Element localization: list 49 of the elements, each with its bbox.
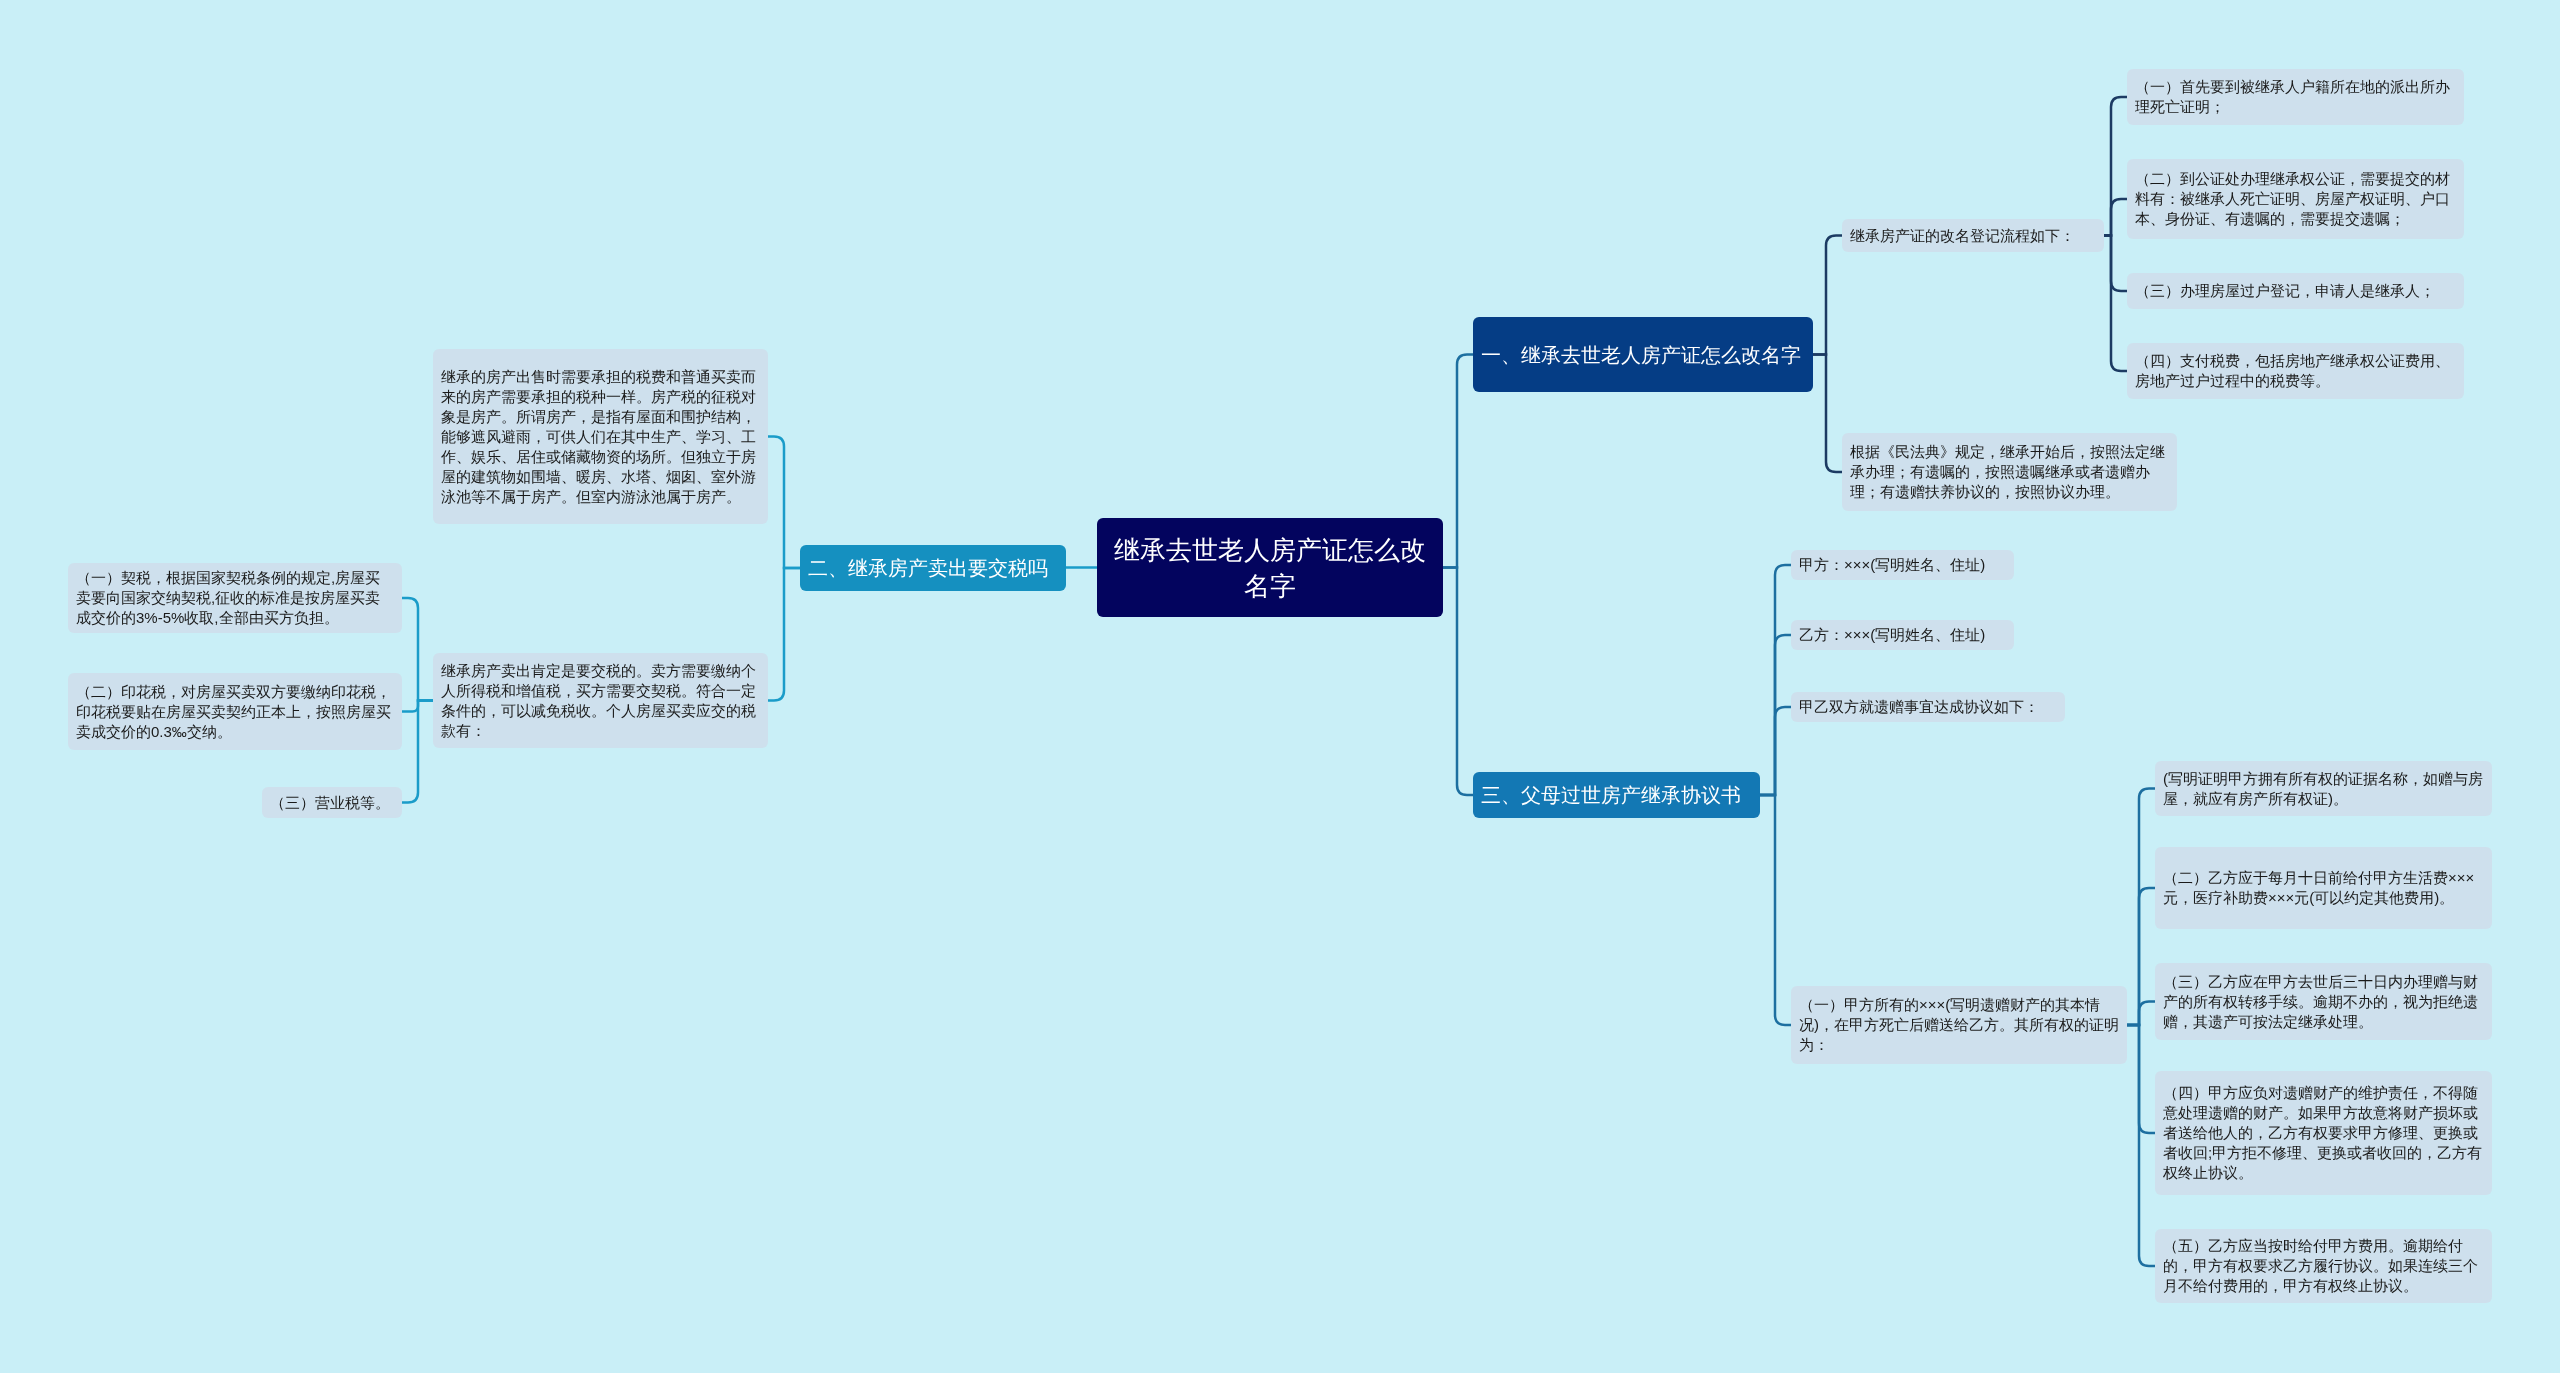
topic-text: 乙方：×××(写明姓名、住址) <box>1799 625 1986 645</box>
topic-text: 继承房产卖出肯定是要交税的。卖方需要缴纳个人所得税和增值税，买方需要交契税。符合一定条件的，可以减免税收。个人房屋买卖应交的税款有： <box>441 660 757 741</box>
topic-text: （四）甲方应负对遗赠财产的维护责任，不得随意处理遗赠的财产。如果甲方故意将财产损坏或者送给他人的，乙方有权要求甲方修理、更换或者收回;甲方拒不修理、更换或者收回的，乙方有权终止协议。 <box>2163 1083 2484 1183</box>
topic-text: （三）办理房屋过户登记，申请人是继承人； <box>2135 281 2435 301</box>
subtopic-box <box>2127 159 2464 239</box>
topic-text: （二）印花税，对房屋买卖双方要缴纳印花税，印花税要贴在房屋买卖契约正本上，按照房屋买卖成交价的0.3‰交纳。 <box>76 681 392 742</box>
topic-text: 继承去世老人房产证怎么改名字 <box>1113 533 1427 603</box>
topic-text: 一、继承去世老人房产证怎么改名字 <box>1481 342 1801 368</box>
topic-text: （一）契税，根据国家契税条例的规定,房屋买卖要向国家交纳契税,征收的标准是按房屋买卖成交价的3%-5%收取,全部由买方负担。 <box>76 568 382 628</box>
subtopic-box <box>262 787 402 818</box>
subtopic-box <box>2155 963 2492 1040</box>
central-topic-box <box>1097 518 1443 617</box>
topic-text: (写明证明甲方拥有所有权的证据名称，如赠与房屋，就应有房产所有权证)。 <box>2163 768 2484 809</box>
subtopic-box <box>1791 550 2014 580</box>
topic-text: （一）首先要到被继承人户籍所在地的派出所办理死亡证明； <box>2135 77 2451 117</box>
subtopic-box <box>2127 273 2464 309</box>
subtopic-box <box>2155 1229 2492 1303</box>
subtopic-box <box>1791 692 2065 722</box>
subtopic-box <box>1791 620 2014 650</box>
topic-text: （二）乙方应于每月十日前给付甲方生活费×××元，医疗补助费×××元(可以约定其他费用)。 <box>2163 868 2476 908</box>
subtopic-box <box>433 349 768 524</box>
subtopic-box <box>2155 847 2492 929</box>
topic-text: 甲方：×××(写明姓名、住址) <box>1799 555 1986 575</box>
subtopic-box <box>1842 433 2177 511</box>
subtopic-box <box>2155 1071 2492 1195</box>
subtopic-box <box>2127 343 2464 399</box>
topic-text: （一）甲方所有的×××(写明遗赠财产的其本情况)，在甲方死亡后赠送给乙方。其所有权的证明为： <box>1799 995 2119 1055</box>
subtopic-box <box>68 673 402 750</box>
subtopic-box <box>433 653 768 748</box>
topic-box <box>1473 317 1813 392</box>
topic-text: 二、继承房产卖出要交税吗 <box>808 556 1048 581</box>
subtopic-box <box>68 563 402 633</box>
topic-text: （三）营业税等。 <box>270 792 390 813</box>
subtopic-box <box>1791 986 2127 1064</box>
topic-box <box>800 545 1066 591</box>
subtopic-box <box>2127 69 2464 125</box>
subtopic-box <box>1842 219 2104 252</box>
topic-text: （四）支付税费，包括房地产继承权公证费用、房地产过户过程中的税费等。 <box>2135 351 2451 391</box>
subtopic-box <box>2155 761 2492 816</box>
topic-text: （五）乙方应当按时给付甲方费用。逾期给付的，甲方有权要求乙方履行协议。如果连续三个月不给付费用的，甲方有权终止协议。 <box>2163 1236 2479 1296</box>
connector-line <box>1066 566 1097 569</box>
topic-text: 三、父母过世房产继承协议书 <box>1481 783 1741 808</box>
topic-text: 继承房产证的改名登记流程如下： <box>1850 225 2075 246</box>
topic-text: 继承的房产出售时需要承担的税费和普通买卖而来的房产需要承担的税种一样。房产税的征税对象是房产。所谓房产，是指有屋面和围护结构，能够遮风避雨，可供人们在其中生产、学习、工作、娱乐、居住或储藏物资的场所。但独立于房屋的建筑物如围墙、暖房、水塔、烟囱、室外游泳池等不属于房产。但室内游泳池属于房产。 <box>441 366 757 507</box>
topic-text: 甲乙双方就遗赠事宜达成协议如下： <box>1799 697 2039 717</box>
topic-text: 根据《民法典》规定，继承开始后，按照法定继承办理；有遗嘱的，按照遗嘱继承或者遗赠办理；有遗赠扶养协议的，按照协议办理。 <box>1850 442 2166 502</box>
topic-box <box>1473 772 1760 818</box>
topic-text: （二）到公证处办理继承权公证，需要提交的材料有：被继承人死亡证明、房屋产权证明、户口本、身份证、有遗嘱的，需要提交遗嘱； <box>2135 169 2451 229</box>
topic-text: （三）乙方应在甲方去世后三十日内办理赠与财产的所有权转移手续。逾期不办的，视为拒绝遗赠，其遗产可按法定继承处理。 <box>2163 971 2479 1032</box>
